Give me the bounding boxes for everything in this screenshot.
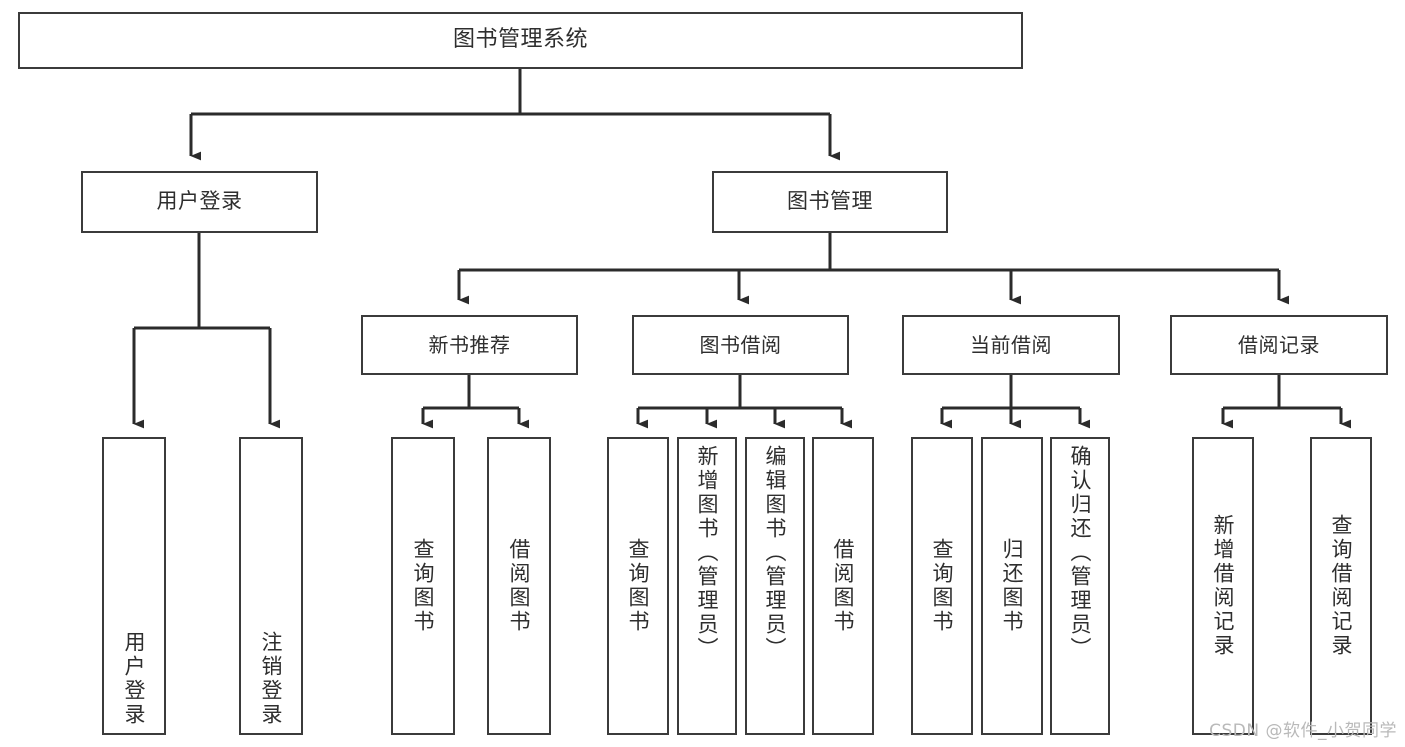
node-book-manage[interactable]: 图书管理 [712, 171, 948, 233]
node-book-borrow-label: 图书借阅 [699, 333, 782, 357]
node-leaf-query-book-3[interactable]: 查询图书 [911, 437, 973, 735]
node-user-login-label: 用户登录 [156, 189, 243, 214]
node-leaf-add-record[interactable]: 新增借阅记录 [1192, 437, 1254, 735]
node-root-label: 图书管理系统 [452, 27, 588, 53]
node-leaf-edit-book[interactable]: 编辑图书（管理员） [745, 437, 805, 735]
node-leaf-confirm-return-label: 确认归还（管理员） [1068, 445, 1093, 661]
node-leaf-return-book[interactable]: 归还图书 [981, 437, 1043, 735]
node-leaf-confirm-return[interactable]: 确认归还（管理员） [1050, 437, 1110, 735]
node-leaf-borrow-book-2[interactable]: 借阅图书 [812, 437, 874, 735]
node-borrow-record-label: 借阅记录 [1238, 333, 1320, 357]
node-user-login[interactable]: 用户登录 [81, 171, 318, 233]
node-leaf-logout-login[interactable]: 注销登录 [239, 437, 303, 735]
node-book-manage-label: 图书管理 [787, 189, 873, 214]
node-current-borrow-label: 当前借阅 [970, 333, 1052, 357]
node-root[interactable]: 图书管理系统 [18, 12, 1023, 69]
node-leaf-query-book-2-label: 查询图书 [626, 538, 651, 634]
node-leaf-user-login-label: 用户登录 [122, 631, 147, 727]
node-leaf-return-book-label: 归还图书 [1000, 538, 1025, 634]
node-current-borrow[interactable]: 当前借阅 [902, 315, 1120, 375]
node-leaf-borrow-book-1[interactable]: 借阅图书 [487, 437, 551, 735]
node-leaf-query-book-2[interactable]: 查询图书 [607, 437, 669, 735]
node-leaf-query-record-label: 查询借阅记录 [1329, 514, 1354, 658]
node-leaf-logout-login-label: 注销登录 [259, 631, 284, 727]
node-leaf-borrow-book-1-label: 借阅图书 [507, 538, 532, 634]
node-leaf-query-book-1-label: 查询图书 [411, 538, 436, 634]
node-leaf-add-book-label: 新增图书（管理员） [695, 445, 720, 661]
node-leaf-query-book-3-label: 查询图书 [930, 538, 955, 634]
node-new-book-recommend-label: 新书推荐 [428, 333, 511, 357]
node-leaf-query-book-1[interactable]: 查询图书 [391, 437, 455, 735]
node-leaf-query-record[interactable]: 查询借阅记录 [1310, 437, 1372, 735]
node-leaf-add-record-label: 新增借阅记录 [1211, 514, 1236, 658]
node-book-borrow[interactable]: 图书借阅 [632, 315, 849, 375]
node-leaf-user-login[interactable]: 用户登录 [102, 437, 166, 735]
node-leaf-borrow-book-2-label: 借阅图书 [831, 538, 856, 634]
node-borrow-record[interactable]: 借阅记录 [1170, 315, 1388, 375]
node-leaf-add-book[interactable]: 新增图书（管理员） [677, 437, 737, 735]
node-new-book-recommend[interactable]: 新书推荐 [361, 315, 578, 375]
node-leaf-edit-book-label: 编辑图书（管理员） [763, 445, 788, 661]
